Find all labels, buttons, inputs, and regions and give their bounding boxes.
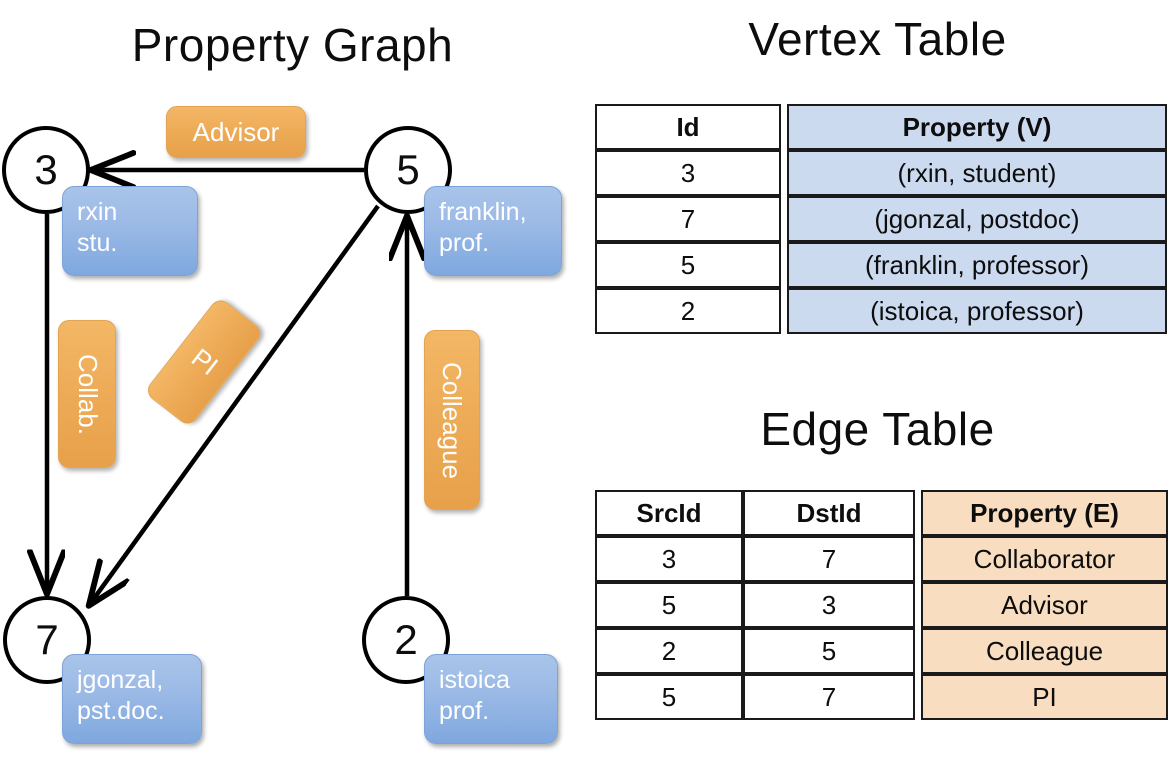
vertex-table-cell-id: 2 [595, 288, 781, 334]
vertex-table-cell-property: (jgonzal, postdoc) [787, 196, 1167, 242]
page-title-property-graph: Property Graph [131, 19, 454, 71]
edge-table-cell-dstid: 3 [743, 582, 915, 628]
edge-table-cell-dstid: 7 [743, 674, 915, 720]
edge-table-cell-srcid: 2 [595, 628, 743, 674]
vertex-table-header-row: Id Property (V) [595, 104, 1167, 150]
vertex-property-box-istoica: istoica prof. [424, 654, 558, 744]
table-row[interactable]: 3 (rxin, student) [595, 150, 1167, 196]
vertex-table-column-gap [781, 242, 787, 288]
edge-table-header-dstid: DstId [743, 490, 915, 536]
vertex-table-column-gap [781, 288, 787, 334]
vertex-property-rxin-line1: rxin [77, 198, 118, 226]
edge-table-cell-property: PI [921, 674, 1168, 720]
vertex-table-cell-id: 3 [595, 150, 781, 196]
edge-table-header-row: SrcId DstId Property (E) [595, 490, 1168, 536]
edge-table-header-srcid: SrcId [595, 490, 743, 536]
edge-table-cell-srcid: 5 [595, 674, 743, 720]
vertex-table: Id Property (V) 3 (rxin, student) 7 (jgo… [595, 104, 1167, 334]
vertex-property-istoica-line1: istoica [439, 666, 510, 694]
graph-edges-svg [0, 0, 585, 760]
vertex-node-5-label: 5 [396, 146, 420, 193]
table-row[interactable]: 5 (franklin, professor) [595, 242, 1167, 288]
vertex-property-jgonzal-line1: jgonzal, [77, 666, 164, 694]
edge-table-cell-dstid: 7 [743, 536, 915, 582]
edge-label-colleague-text: Colleague [437, 361, 468, 479]
vertex-property-istoica-line2: prof. [439, 697, 490, 725]
table-row[interactable]: 2 (istoica, professor) [595, 288, 1167, 334]
edge-table-column-gap [915, 674, 921, 720]
vertex-node-2-label: 2 [394, 616, 418, 663]
edge-label-collab-text: Collab. [72, 353, 103, 435]
vertex-property-jgonzal-line2: pst.doc. [77, 697, 165, 725]
vertex-node-2[interactable]: 2 [362, 596, 450, 684]
vertex-table-cell-property: (franklin, professor) [787, 242, 1167, 288]
vertex-table-column-gap [781, 150, 787, 196]
edge-table-column-gap [915, 490, 921, 536]
edge-label-advisor: Advisor [166, 106, 306, 158]
edge-table-cell-property: Colleague [921, 628, 1168, 674]
edge-arrow-pi [90, 204, 380, 604]
property-graph-diagram: 3 5 7 2 rxin stu. franklin, prof. jgonza… [0, 0, 585, 760]
edge-table: SrcId DstId Property (E) 3 7 Collaborato… [595, 490, 1168, 720]
vertex-table-header-id: Id [595, 104, 781, 150]
table-row[interactable]: 2 5 Colleague [595, 628, 1168, 674]
page-title-vertex-table: Vertex Table [748, 13, 1007, 65]
edge-label-collab: Collab. [58, 320, 116, 468]
vertex-property-box-franklin: franklin, prof. [424, 186, 562, 276]
vertex-node-7-label: 7 [35, 616, 59, 663]
vertex-table-cell-id: 7 [595, 196, 781, 242]
vertex-property-box-rxin: rxin stu. [62, 186, 198, 276]
edge-table-cell-property: Advisor [921, 582, 1168, 628]
table-row[interactable]: 3 7 Collaborator [595, 536, 1168, 582]
vertex-table-column-gap [781, 196, 787, 242]
edge-table-cell-property: Collaborator [921, 536, 1168, 582]
vertex-node-5[interactable]: 5 [364, 126, 452, 214]
vertex-property-box-jgonzal: jgonzal, pst.doc. [62, 654, 202, 744]
edge-table-header-property: Property (E) [921, 490, 1168, 536]
edge-table-column-gap [915, 536, 921, 582]
table-row[interactable]: 5 7 PI [595, 674, 1168, 720]
edge-label-advisor-text: Advisor [192, 116, 280, 147]
vertex-node-3-label: 3 [34, 146, 58, 193]
edge-table-cell-srcid: 5 [595, 582, 743, 628]
vertex-table-cell-property: (istoica, professor) [787, 288, 1167, 334]
table-row[interactable]: 7 (jgonzal, postdoc) [595, 196, 1167, 242]
page-title-edge-table: Edge Table [760, 403, 995, 455]
edge-table-column-gap [915, 628, 921, 674]
edge-label-colleague: Colleague [424, 330, 480, 510]
vertex-table-column-gap [781, 104, 787, 150]
edge-label-pi-text: PI [185, 342, 224, 381]
vertex-property-rxin-line2: stu. [77, 229, 118, 257]
vertex-table-cell-property: (rxin, student) [787, 150, 1167, 196]
vertex-property-franklin-line1: franklin, [439, 198, 527, 226]
vertex-table-cell-id: 5 [595, 242, 781, 288]
edge-table-column-gap [915, 582, 921, 628]
vertex-property-franklin-line2: prof. [439, 229, 490, 257]
edge-table-cell-srcid: 3 [595, 536, 743, 582]
edge-table-cell-dstid: 5 [743, 628, 915, 674]
vertex-table-header-property: Property (V) [787, 104, 1167, 150]
table-row[interactable]: 5 3 Advisor [595, 582, 1168, 628]
